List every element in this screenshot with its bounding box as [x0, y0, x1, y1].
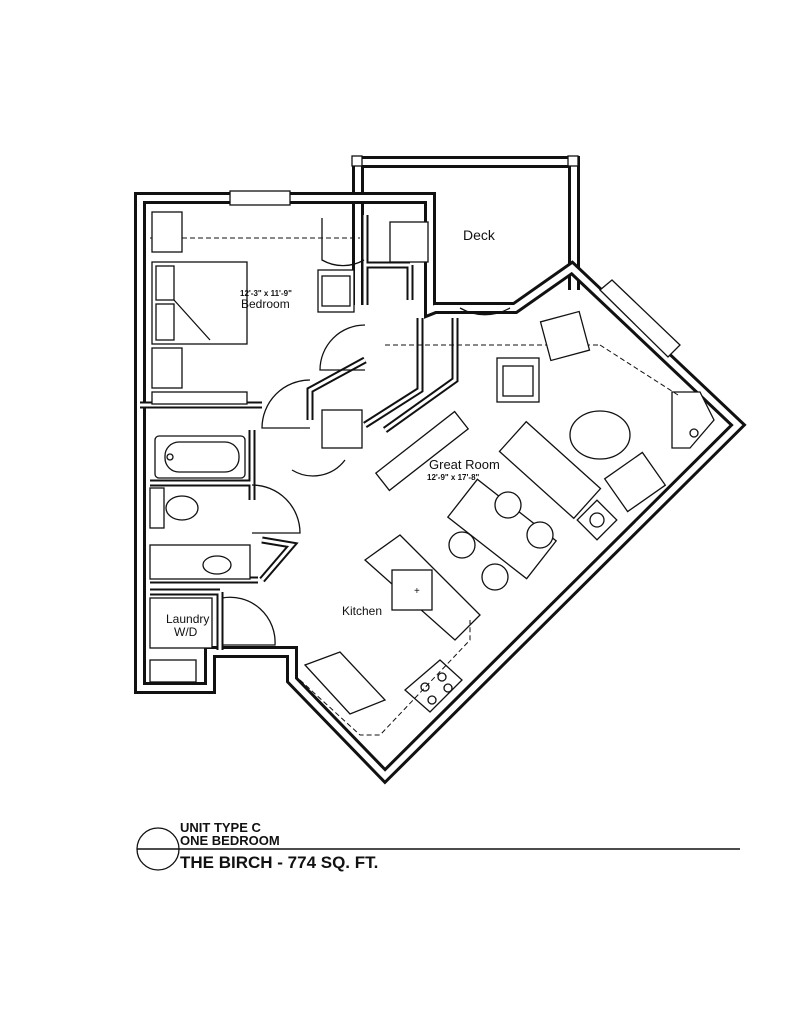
great-room-furniture [374, 310, 679, 591]
toilet [165, 495, 199, 521]
room-label-kitchen: Kitchen [342, 604, 382, 618]
room-label-great-room: Great Room [429, 457, 500, 472]
room-label-laundry: Laundry [166, 612, 209, 626]
armchair [539, 310, 591, 362]
title-block: UNIT TYPE C ONE BEDROOM THE BIRCH - 774 … [136, 820, 740, 872]
exterior-walls [134, 190, 747, 785]
unit-type: UNIT TYPE C [180, 820, 262, 835]
plan-title: THE BIRCH - 774 SQ. FT. [180, 853, 378, 872]
room-label-wd: W/D [174, 625, 198, 639]
laundry-fixtures [149, 597, 213, 683]
bedroom-furniture [150, 211, 360, 405]
tv-console [374, 410, 470, 492]
great-room-dimensions: 12'-9" x 17'-8" [427, 473, 480, 482]
room-label-bedroom: Bedroom [241, 297, 290, 311]
coffee-table [569, 410, 631, 460]
armchair [603, 451, 667, 513]
sofa [498, 420, 602, 520]
sink [202, 555, 232, 575]
room-label-deck: Deck [463, 227, 496, 243]
interior-walls [140, 215, 511, 650]
deck [351, 155, 580, 305]
svg-text:+: + [414, 586, 420, 597]
bedroom-dimensions: 12'-3" x 11'-9" [240, 289, 292, 298]
bathtub [154, 435, 246, 479]
bedroom-count: ONE BEDROOM [180, 833, 280, 848]
bathroom-fixtures [149, 435, 251, 580]
kitchen-fixtures: + [299, 534, 481, 736]
